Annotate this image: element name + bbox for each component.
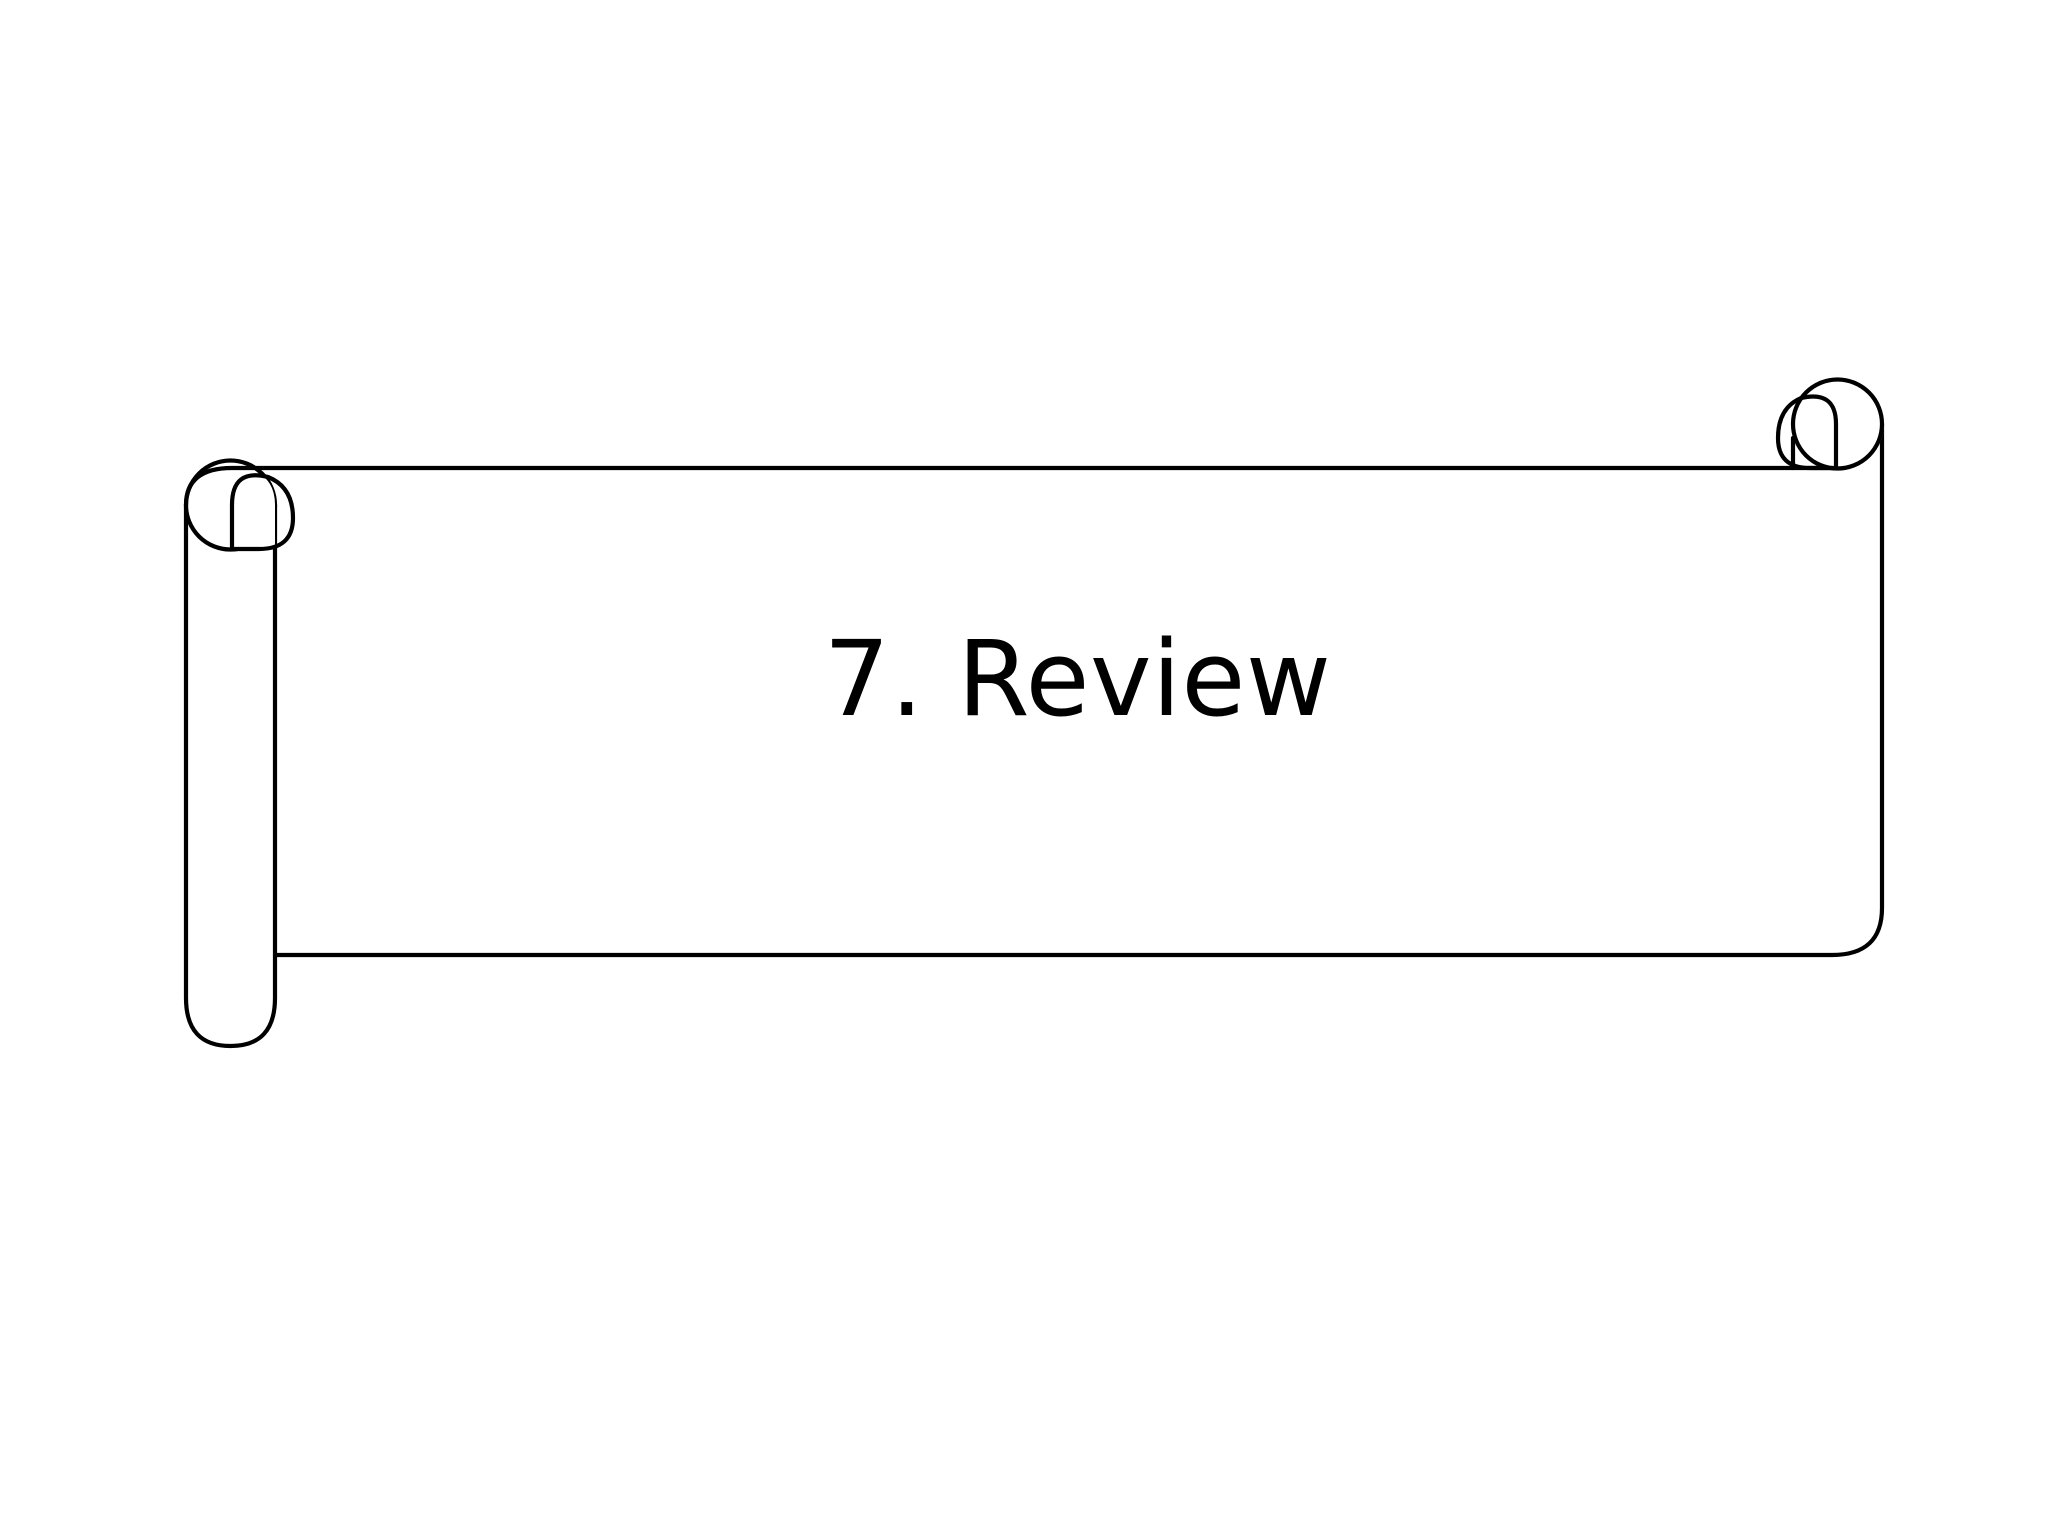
- left-curl-inner-fill: [232, 468, 275, 549]
- banner-body-fill: [232, 468, 1836, 955]
- banner-title-text: 7. Review: [823, 618, 1332, 740]
- left-scroll-tube-fill: [186, 462, 275, 1046]
- left-curl-inner-spiral: [229, 473, 296, 552]
- right-curl-inner-spiral: [1775, 394, 1839, 471]
- left-scroll-tube-outline: [183, 502, 278, 1049]
- banner-top-edge: [183, 465, 1839, 508]
- banner-right-edge: [272, 421, 1885, 958]
